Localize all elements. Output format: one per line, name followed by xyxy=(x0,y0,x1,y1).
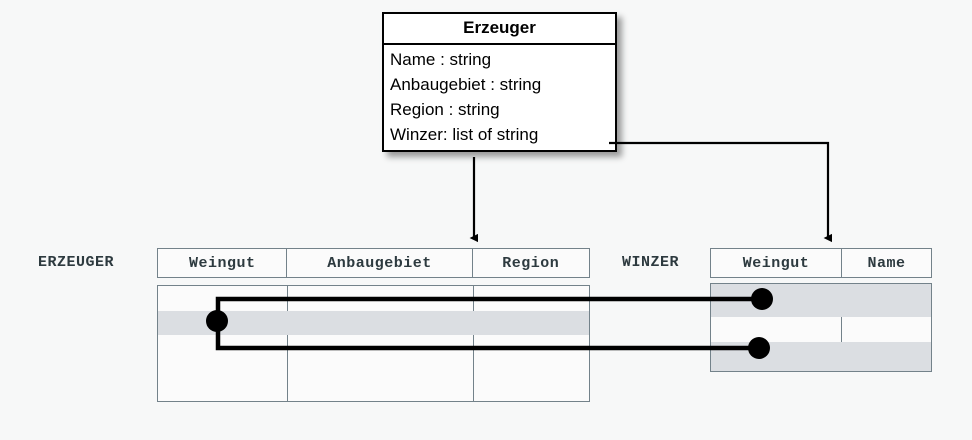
table-row xyxy=(711,317,931,342)
table-body-erzeuger xyxy=(157,285,590,402)
table-row xyxy=(158,311,589,335)
uml-class-box-erzeuger: Erzeuger Name : string Anbaugebiet : str… xyxy=(382,12,617,152)
table-row xyxy=(711,342,931,371)
table-header-erzeuger: Weingut Anbaugebiet Region xyxy=(157,248,590,278)
table-row xyxy=(158,286,589,311)
table-row xyxy=(711,284,931,317)
column-header-weingut: Weingut xyxy=(158,249,288,277)
column-header-name: Name xyxy=(867,254,906,272)
uml-attribute: Anbaugebiet : string xyxy=(390,75,542,94)
table-body-winzer xyxy=(710,283,932,372)
table-label-winzer: WINZER xyxy=(622,254,680,271)
uml-attribute: Name : string xyxy=(390,50,492,69)
column-header-anbaugebiet: Anbaugebiet xyxy=(287,249,473,277)
uml-attribute: Winzer: list of string xyxy=(390,125,539,144)
table-label-erzeuger: ERZEUGER xyxy=(38,254,115,271)
table-header-winzer: Weingut Name xyxy=(710,248,932,278)
column-divider xyxy=(841,284,842,371)
uml-class-name: Erzeuger xyxy=(384,14,615,45)
uml-attribute: Region : string xyxy=(390,100,500,119)
winzer-mapping-arrow xyxy=(609,141,833,243)
column-header-weingut: Weingut xyxy=(711,249,842,277)
uml-attribute-list: Name : string Anbaugebiet : string Regio… xyxy=(384,45,615,150)
table-row xyxy=(158,335,589,368)
table-row xyxy=(158,368,589,401)
column-header-region: Region xyxy=(502,254,560,272)
